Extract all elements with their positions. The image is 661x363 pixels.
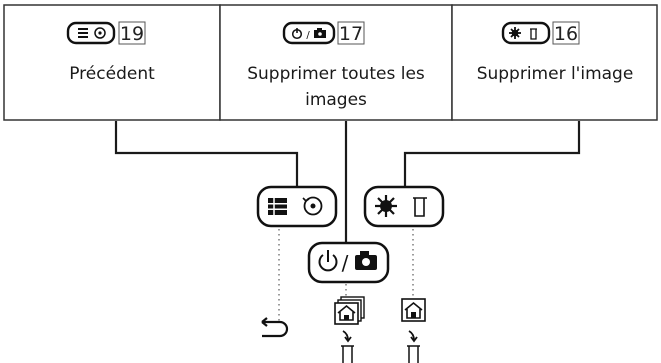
panel-label: Supprimer l'image xyxy=(477,64,634,84)
sun-trash-key-icon xyxy=(501,21,551,45)
power-camera-key-icon: / xyxy=(282,21,336,45)
panel-label: Précédent xyxy=(69,64,155,84)
trash-icon xyxy=(413,197,427,217)
stacked-home-icon xyxy=(334,296,365,325)
svg-text:/: / xyxy=(306,30,310,41)
sun-icon xyxy=(375,195,397,217)
down-arrow-icon xyxy=(408,330,418,343)
panel-label-line1: Supprimer toutes les xyxy=(247,64,425,84)
rotate-icon xyxy=(302,196,323,216)
power-camera-button: / xyxy=(307,241,390,284)
down-arrow-icon xyxy=(342,330,352,343)
panel-number: 19 xyxy=(120,23,144,45)
list-icon xyxy=(268,198,287,215)
panel-number-box: 17 xyxy=(337,21,365,45)
return-arrow-icon xyxy=(261,317,289,338)
power-icon xyxy=(318,250,338,272)
dotted-guides xyxy=(278,229,414,322)
trash-icon xyxy=(407,345,420,363)
list-rotate-key-icon xyxy=(66,21,116,45)
trash-icon xyxy=(341,345,354,363)
panel-label-line2: images xyxy=(305,90,367,110)
home-icon xyxy=(401,298,426,322)
connector-lines xyxy=(114,121,581,243)
camera-icon xyxy=(355,251,377,270)
svg-text:/: / xyxy=(342,251,349,275)
panel-number: 17 xyxy=(339,23,363,45)
panel-number-box: 16 xyxy=(552,21,580,45)
panel-number-box: 19 xyxy=(118,21,146,45)
sun-trash-button xyxy=(363,185,445,228)
list-rotate-button xyxy=(256,185,338,228)
panel-number: 16 xyxy=(554,23,578,45)
